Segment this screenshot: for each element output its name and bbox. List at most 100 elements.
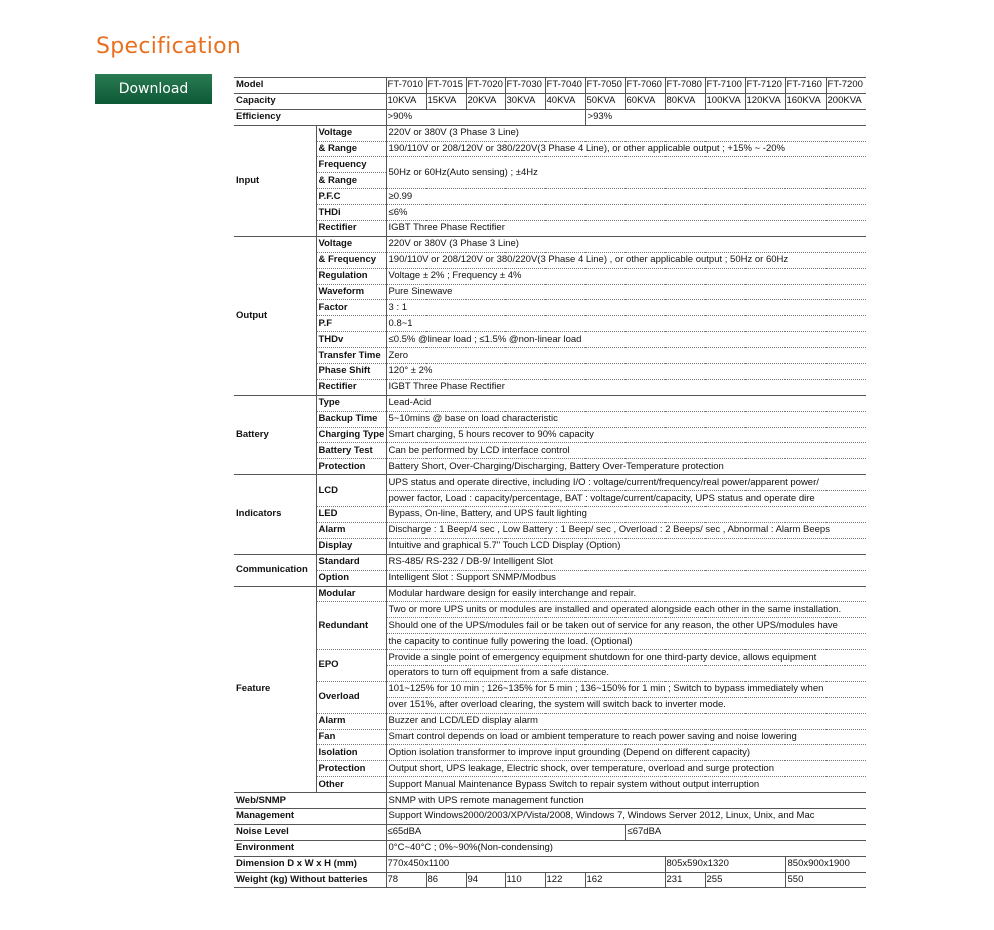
battery-row: Charging Type Smart charging, 5 hours re… — [234, 427, 867, 444]
row-value: 190/110V or 208/120V or 380/220V(3 Phase… — [386, 252, 867, 269]
communication-label: Communication — [234, 554, 317, 587]
battery-row: Protection Battery Short, Over-Charging/… — [234, 458, 867, 476]
row-label: Alarm — [316, 522, 387, 539]
model-cell: FT-7020 — [466, 77, 506, 94]
row-value: Should one of the UPS/modules fail or be… — [386, 617, 867, 635]
output-row: Waveform Pure Sinewave — [234, 284, 867, 301]
page-title: Specification — [96, 34, 242, 59]
row-value: 5~10mins @ base on load characteristic — [386, 411, 867, 428]
capacity-cell: 10KVA — [386, 93, 427, 110]
row-value: 220V or 380V (3 Phase 3 Line) — [386, 236, 867, 253]
dimension-cell: 770x450x1100 — [386, 856, 666, 873]
feature-row: Other Support Manual Maintenance Bypass … — [234, 776, 867, 794]
indicators-row: Display Intuitive and graphical 5.7" Tou… — [234, 538, 867, 555]
row-value: 190/110V or 208/120V or 380/220V(3 Phase… — [386, 141, 867, 158]
model-cell: FT-7160 — [785, 77, 827, 94]
noise-row: Noise Level ≤65dBA ≤67dBA — [234, 824, 867, 841]
row-value: Battery Short, Over-Charging/Discharging… — [386, 458, 867, 476]
output-row: Transfer Time Zero — [234, 347, 867, 365]
row-label: Phase Shift — [316, 363, 387, 380]
row-label: THDv — [316, 331, 387, 349]
weight-row: Weight (kg) Without batteries 78 86 94 1… — [234, 872, 867, 889]
row-value: Voltage ± 2% ; Frequency ± 4% — [386, 268, 867, 285]
row-label: P.F — [316, 315, 387, 333]
row-label: Voltage — [316, 125, 387, 142]
capacity-cell: 15KVA — [426, 93, 467, 110]
output-row: Regulation Voltage ± 2% ; Frequency ± 4% — [234, 268, 867, 285]
output-row: THDv ≤0.5% @linear load ; ≤1.5% @non-lin… — [234, 331, 867, 349]
dimension-cell: 850x900x1900 — [785, 856, 867, 873]
dimension-row: Dimension D x W x H (mm) 770x450x1100 80… — [234, 856, 867, 873]
row-label: Backup Time — [316, 411, 387, 428]
model-cell: FT-7200 — [826, 77, 867, 94]
row-value: 3 : 1 — [386, 299, 867, 317]
input-row: THDi ≤6% — [234, 204, 867, 222]
capacity-cell: 200KVA — [826, 93, 867, 110]
row-label: Voltage — [316, 236, 387, 253]
weight-label: Weight (kg) Without batteries — [234, 872, 387, 889]
row-value: Intuitive and graphical 5.7" Touch LCD D… — [386, 538, 867, 555]
row-label: Redundant — [316, 601, 387, 651]
output-row: P.F 0.8~1 — [234, 315, 867, 333]
row-value: 50Hz or 60Hz(Auto sensing) ; ±4Hz — [386, 156, 867, 190]
capacity-cell: 100KVA — [705, 93, 746, 110]
row-label: LCD — [316, 474, 387, 508]
row-value: Zero — [386, 347, 867, 365]
row-label: Option — [316, 570, 387, 587]
row-label: Display — [316, 538, 387, 555]
output-row: & Frequency 190/110V or 208/120V or 380/… — [234, 252, 867, 269]
output-label: Output — [234, 236, 317, 396]
row-value: 120° ± 2% — [386, 363, 867, 380]
model-cell: FT-7010 — [386, 77, 427, 94]
row-value: Intelligent Slot : Support SNMP/Modbus — [386, 570, 867, 587]
capacity-cell: 50KVA — [585, 93, 626, 110]
row-value: power factor, Load : capacity/percentage… — [386, 490, 867, 508]
efficiency-cell: >90% — [386, 109, 586, 126]
weight-cell: 231 — [665, 872, 706, 889]
management-row: Management Support Windows2000/2003/XP/V… — [234, 808, 867, 825]
row-value: Provide a single point of emergency equi… — [386, 649, 867, 666]
row-label: Waveform — [316, 284, 387, 301]
input-label: Input — [234, 125, 317, 237]
input-row: P.F.C ≥0.99 — [234, 188, 867, 206]
indicators-label: Indicators — [234, 474, 317, 555]
battery-row: Backup Time 5~10mins @ base on load char… — [234, 411, 867, 428]
model-cell: FT-7050 — [585, 77, 626, 94]
capacity-cell: 120KVA — [745, 93, 786, 110]
row-label: Protection — [316, 458, 387, 476]
row-value: Option isolation transformer to improve … — [386, 744, 867, 762]
row-label: Fan — [316, 729, 387, 746]
capacity-label: Capacity — [234, 93, 387, 110]
feature-row: operators to turn off equipment from a s… — [234, 665, 867, 682]
row-value: the capacity to continue fully powering … — [386, 633, 867, 651]
capacity-cell: 20KVA — [466, 93, 506, 110]
indicators-row: Indicators LCD UPS status and operate di… — [234, 474, 867, 555]
communication-row: Option Intelligent Slot : Support SNMP/M… — [234, 570, 867, 587]
capacity-cell: 80KVA — [665, 93, 706, 110]
row-label: Battery Test — [316, 442, 387, 460]
row-value: over 151%, after overload clearing, the … — [386, 697, 867, 714]
indicators-row: power factor, Load : capacity/percentage… — [234, 490, 867, 508]
weight-cell: 550 — [785, 872, 867, 889]
download-button[interactable]: Download — [95, 74, 212, 104]
feature-row: over 151%, after overload clearing, the … — [234, 697, 867, 714]
row-value: Discharge : 1 Beep/4 sec , Low Battery :… — [386, 522, 867, 539]
row-value: ≤6% — [386, 204, 867, 222]
capacity-cell: 160KVA — [785, 93, 827, 110]
row-value: Smart control depends on load or ambient… — [386, 729, 867, 746]
feature-row: Should one of the UPS/modules fail or be… — [234, 617, 867, 635]
row-value: SNMP with UPS remote management function — [386, 792, 867, 809]
row-value: ≤0.5% @linear load ; ≤1.5% @non-linear l… — [386, 331, 867, 349]
row-label: EPO — [316, 649, 387, 682]
row-label: Overload — [316, 681, 387, 714]
row-value: 220V or 380V (3 Phase 3 Line) — [386, 125, 867, 142]
row-value: 0°C~40°C ; 0%~90%(Non-condensing) — [386, 840, 867, 857]
output-row: Factor 3 : 1 — [234, 299, 867, 317]
noise-cell: ≤65dBA — [386, 824, 626, 841]
output-row: Rectifier IGBT Three Phase Rectifier — [234, 379, 867, 396]
capacity-cell: 40KVA — [545, 93, 586, 110]
weight-cell: 162 — [585, 872, 666, 889]
row-value: ≥0.99 — [386, 188, 867, 206]
row-label: & Frequency — [316, 252, 387, 269]
environment-label: Environment — [234, 840, 387, 857]
